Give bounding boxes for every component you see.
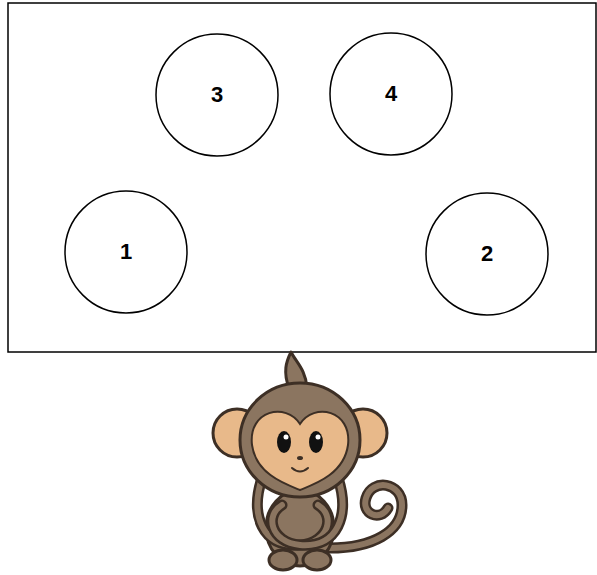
- text-holder: 4: [385, 81, 397, 107]
- circle-number: 3: [211, 82, 223, 108]
- circle-node: 2: [425, 192, 549, 316]
- circle-number: 1: [120, 239, 132, 265]
- text-holder: 3: [211, 82, 223, 108]
- circle-node: 4: [329, 32, 453, 156]
- text-holder: 2: [481, 241, 493, 267]
- circle-node: 1: [64, 190, 188, 314]
- circle-number: 2: [481, 241, 493, 267]
- table-outline: [8, 3, 596, 352]
- circle-node: 3: [155, 33, 279, 157]
- text-holder: 1: [120, 239, 132, 265]
- circle-number: 4: [385, 81, 397, 107]
- monkey-illustration: [213, 352, 402, 570]
